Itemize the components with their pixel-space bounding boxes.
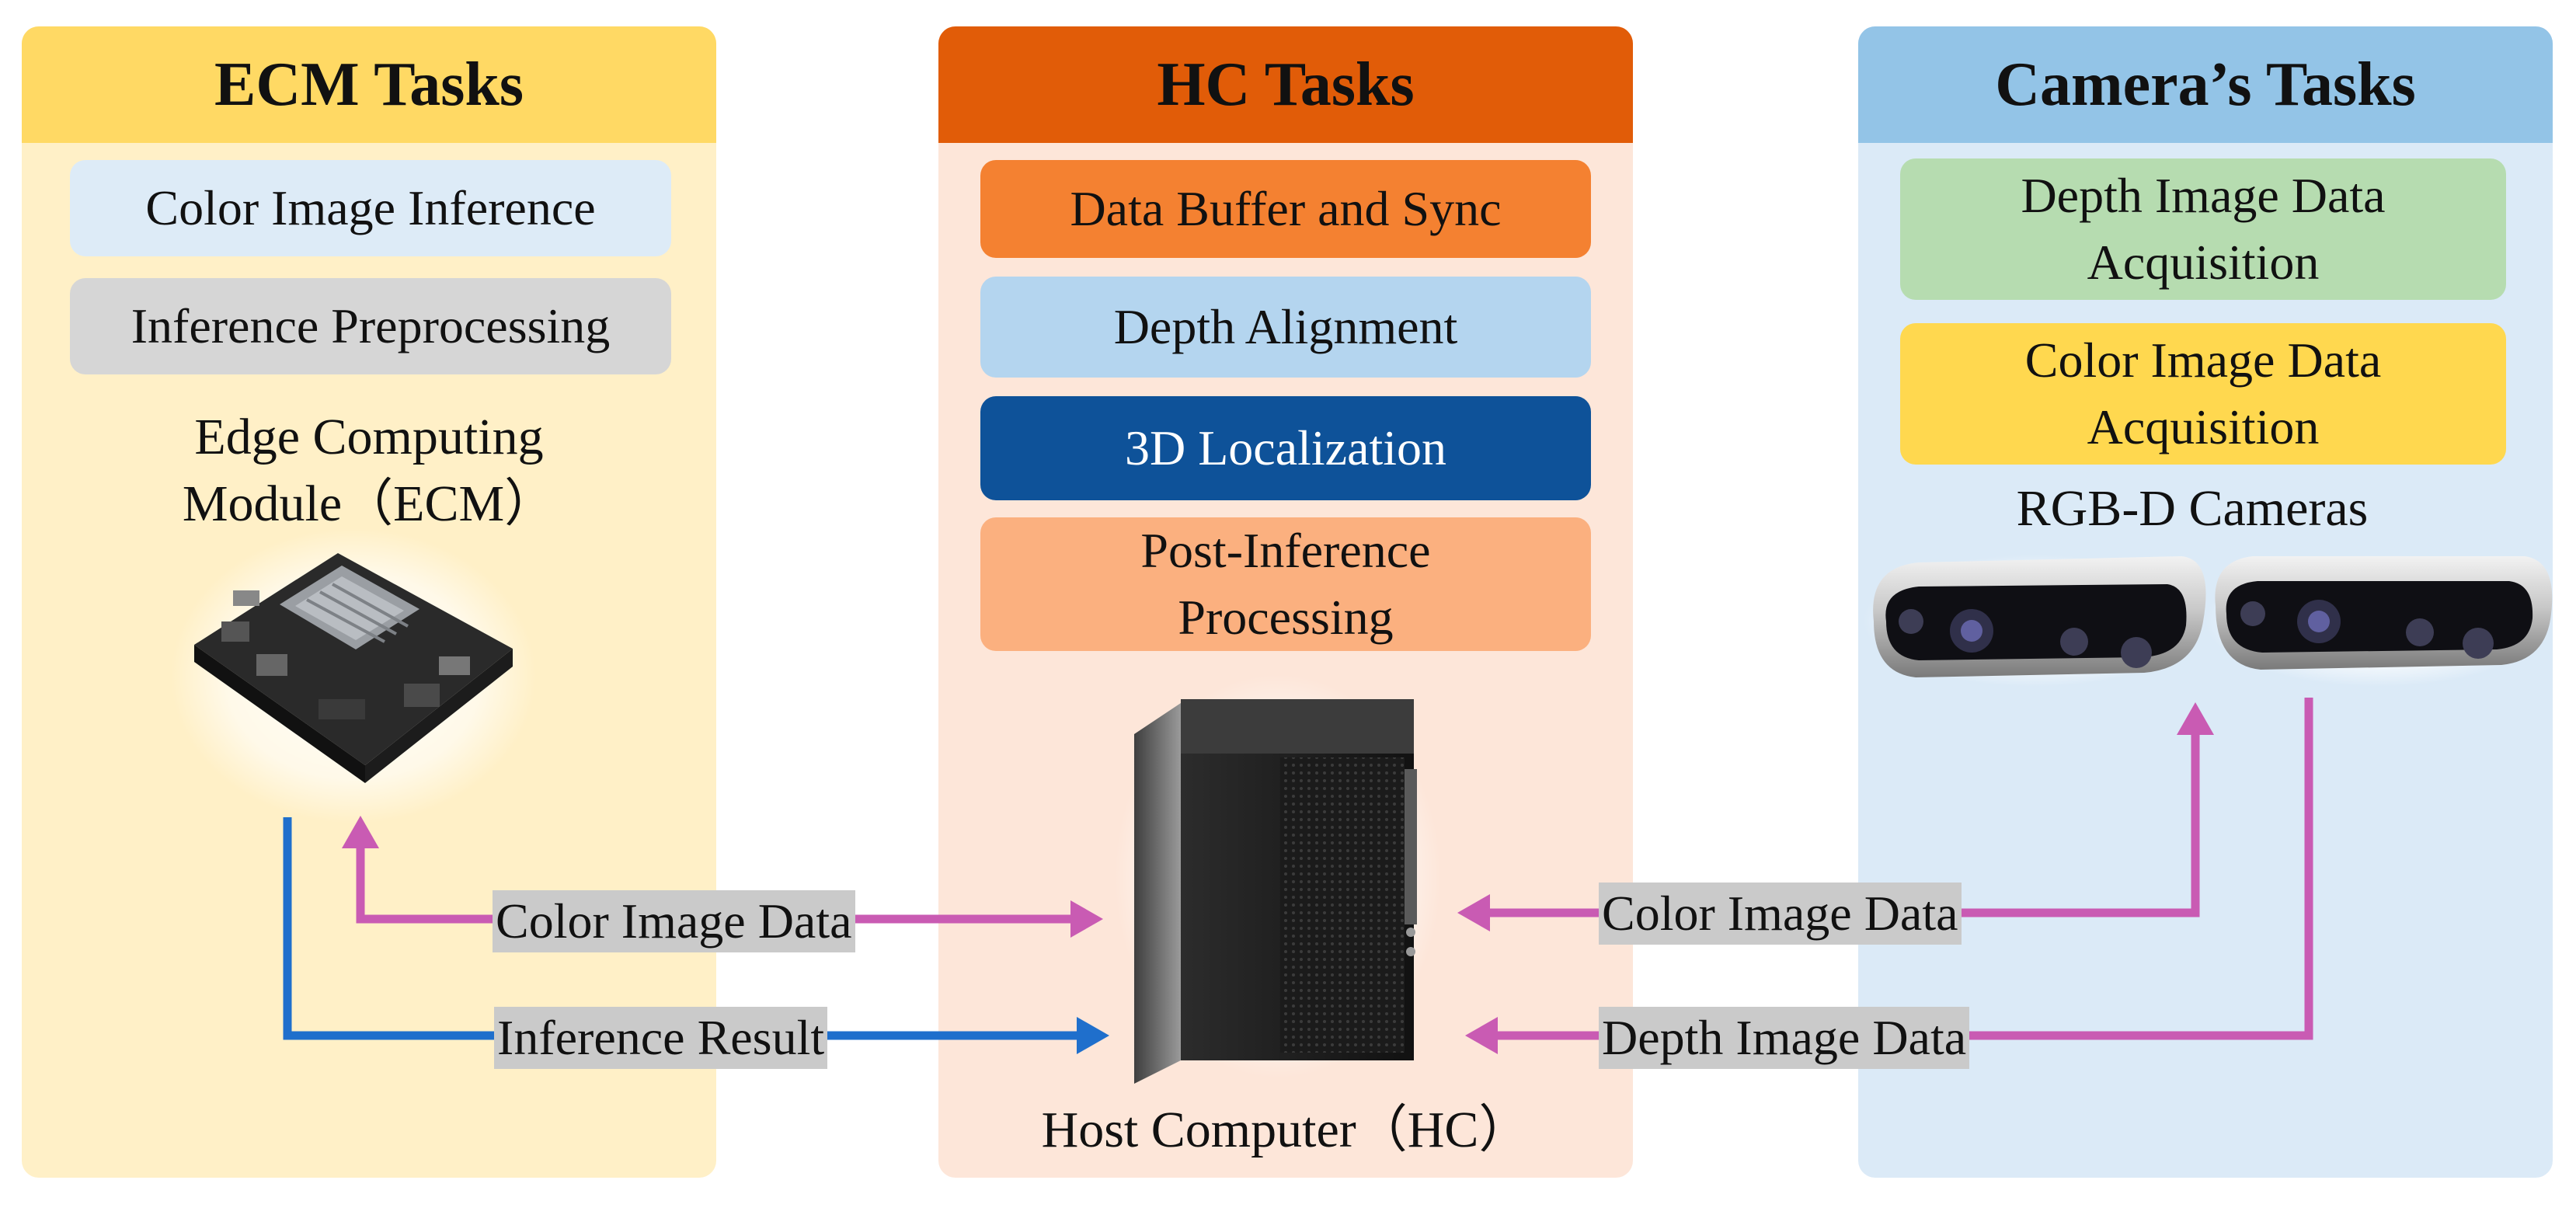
ecm-color-arrowhead-up: [342, 816, 379, 848]
camera-panel: Camera’s Tasks Depth Image Data Acquisit…: [1858, 26, 2553, 1178]
rgbd-cameras-icon: [1863, 555, 2553, 687]
inference-preprocessing-task: Inference Preprocessing: [70, 278, 671, 374]
depth-alignment-task: Depth Alignment: [980, 277, 1591, 378]
camera-color-arrowhead-up: [2177, 702, 2214, 735]
ecm-panel: ECM Tasks Color Image Inference Inferenc…: [22, 26, 716, 1178]
color-acquisition-line1: Color Image Data: [2024, 332, 2382, 388]
hc-inference-arrowhead-right: [1077, 1017, 1109, 1054]
camera-depth-data-label: Depth Image Data: [1599, 1007, 1970, 1069]
ecm-color-data-label: Color Image Data: [493, 890, 855, 952]
host-computer-icon: [1115, 674, 1441, 1084]
3d-localization-task: 3D Localization: [980, 396, 1591, 500]
post-inference-line1: Post-Inference: [1140, 522, 1431, 578]
inference-result-label: Inference Result: [494, 1007, 828, 1069]
depth-acquisition-line2: Acquisition: [2087, 235, 2320, 290]
camera-color-data-label: Color Image Data: [1599, 883, 1962, 945]
camera-depth-arrow-line: [1484, 698, 2313, 1040]
camera-device-caption: RGB-D Cameras: [2016, 480, 2369, 537]
depth-image-acquisition-task: Depth Image Data Acquisition: [1900, 158, 2506, 300]
ecm-caption-line2: Module（ECM）: [182, 475, 556, 532]
data-buffer-sync-task: Data Buffer and Sync: [980, 160, 1591, 258]
hc-device-caption: Host Computer（HC）: [1041, 1102, 1530, 1158]
hc-depth-arrowhead-left: [1465, 1017, 1498, 1054]
ecm-board-icon: [171, 528, 536, 823]
hc-panel-title: HC Tasks: [938, 26, 1633, 143]
hc-color-arrowhead-right: [1070, 900, 1103, 938]
color-image-inference-task: Color Image Inference: [70, 160, 671, 256]
color-image-acquisition-task: Color Image Data Acquisition: [1900, 323, 2506, 465]
ecm-panel-title: ECM Tasks: [22, 26, 716, 143]
camera-panel-title: Camera’s Tasks: [1858, 26, 2553, 143]
ecm-device-caption: Edge Computing Module（ECM）: [53, 404, 685, 538]
depth-acquisition-line1: Depth Image Data: [2021, 167, 2386, 223]
post-inference-processing-task: Post-Inference Processing: [980, 517, 1591, 651]
post-inference-line2: Processing: [1178, 590, 1394, 645]
hc-camera-color-arrowhead-left: [1457, 894, 1490, 931]
color-acquisition-line2: Acquisition: [2087, 399, 2320, 454]
ecm-caption-line1: Edge Computing: [194, 409, 544, 465]
